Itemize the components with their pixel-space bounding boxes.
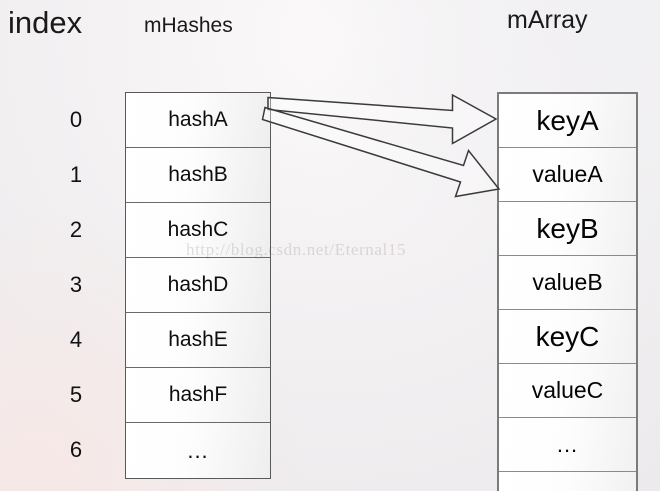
column-heading-mhashes: mHashes [144, 14, 233, 37]
mhashes-cell: hashF [126, 368, 270, 423]
index-label: 2 [69, 216, 83, 242]
marray-cell-ellipsis: ... [499, 418, 636, 472]
arrow-hasha-to-keya [267, 93, 498, 145]
arrow-hasha-to-valuea [261, 106, 501, 198]
index-label: 1 [69, 161, 83, 187]
index-label: 6 [69, 436, 83, 462]
marray-table: keyA valueA keyB valueB keyC valueC ... [497, 92, 638, 491]
watermark-text: http://blog.csdn.net/Eternal15 [186, 240, 407, 259]
mhashes-cell: hashA [126, 93, 270, 148]
column-heading-marray: mArray [507, 6, 588, 34]
mhashes-cell: hashB [126, 148, 270, 203]
index-label: 5 [69, 381, 83, 407]
marray-cell-value: valueC [499, 364, 636, 418]
index-column: 0 1 2 3 4 5 6 [52, 92, 100, 477]
mhashes-cell: hashD [126, 258, 270, 313]
marray-cell-value: valueB [499, 256, 636, 310]
mhashes-cell-ellipsis: ... [126, 423, 270, 478]
marray-cell-key: keyB [499, 202, 636, 256]
mhashes-cell: hashE [126, 313, 270, 368]
marray-cell-key: keyC [499, 310, 636, 364]
mhashes-cell: hashC [126, 203, 270, 258]
index-label: 0 [69, 106, 83, 132]
mhashes-table: hashA hashB hashC hashD hashE hashF ... [125, 92, 271, 479]
index-label: 3 [69, 271, 83, 297]
marray-cell-key: keyA [499, 94, 636, 148]
index-label: 4 [69, 326, 83, 352]
column-heading-index: index [8, 5, 83, 40]
marray-cell-value: valueA [499, 148, 636, 202]
marray-cell-partial [499, 472, 636, 491]
